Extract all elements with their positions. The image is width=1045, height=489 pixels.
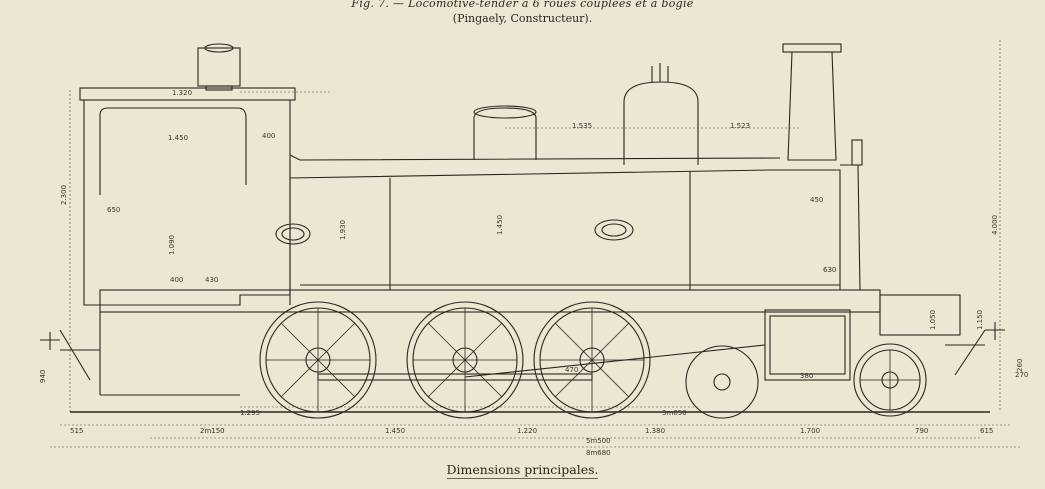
dim-label-vertical: 1.450 bbox=[496, 215, 504, 235]
dim-label: 615 bbox=[980, 427, 993, 435]
dim-label: 1.450 bbox=[168, 134, 188, 142]
dim-label-vertical: 940 bbox=[39, 370, 47, 383]
caption-text: Dimensions principales. bbox=[446, 462, 599, 479]
front-coupler bbox=[945, 322, 1005, 376]
dim-label: 400 bbox=[170, 276, 183, 284]
dim-label-vertical: 1.050 bbox=[929, 310, 937, 330]
dim-label: 5m500 bbox=[586, 437, 611, 445]
dim-label: 400 bbox=[262, 132, 275, 140]
main-dome bbox=[623, 81, 699, 165]
dim-label-vertical: 1.930 bbox=[339, 220, 347, 240]
main-frame bbox=[99, 289, 881, 313]
figure-caption: Dimensions principales. bbox=[0, 462, 1045, 479]
bogie-wheel-front bbox=[853, 343, 927, 417]
dim-label: 1.380 bbox=[645, 427, 665, 435]
chimney bbox=[787, 51, 837, 161]
dim-label: 630 bbox=[823, 266, 836, 274]
dim-label: 1.523 bbox=[730, 122, 750, 130]
dim-label: 3m050 bbox=[662, 409, 687, 417]
cab-window bbox=[99, 107, 247, 195]
dim-label: 1.450 bbox=[385, 427, 405, 435]
rear-coupler bbox=[40, 329, 100, 381]
dim-label: 1.295 bbox=[240, 409, 260, 417]
dim-label-vertical: 1.150 bbox=[976, 310, 984, 330]
dim-label: 1.535 bbox=[572, 122, 592, 130]
dim-label-vertical: 260 bbox=[1016, 359, 1024, 372]
dim-label: 380 bbox=[800, 372, 813, 380]
figure-header: Fig. 7. — Locomotive-tender à 6 roues co… bbox=[0, 0, 1045, 25]
dim-label: 650 bbox=[107, 206, 120, 214]
dim-label: 1.220 bbox=[517, 427, 537, 435]
dim-label-vertical: 1.090 bbox=[168, 235, 176, 255]
bogie-wheel-rear bbox=[685, 345, 759, 419]
connecting-rod bbox=[464, 344, 766, 378]
dim-label-vertical: 2.300 bbox=[60, 185, 68, 205]
cab-body bbox=[83, 100, 291, 306]
tank-hatch-rear bbox=[275, 223, 311, 245]
coupling-rod bbox=[317, 373, 593, 381]
cab-roof bbox=[79, 87, 296, 101]
dim-label: 1.320 bbox=[172, 89, 192, 97]
dim-label-vertical: 4.000 bbox=[991, 215, 999, 235]
dim-label: 430 bbox=[205, 276, 218, 284]
dim-label: 270 bbox=[1015, 371, 1028, 379]
cylinder bbox=[764, 309, 851, 381]
dim-label: 450 bbox=[810, 196, 823, 204]
sand-box bbox=[197, 47, 241, 87]
figure-subtitle: (Pingaely, Constructeur). bbox=[452, 12, 593, 25]
tank-hatch-front bbox=[594, 219, 634, 241]
dim-label: 1.700 bbox=[800, 427, 820, 435]
dim-label: 2m150 bbox=[200, 427, 225, 435]
boiler bbox=[289, 169, 841, 291]
boiler-top-pipe bbox=[289, 154, 781, 161]
dim-label: 8m680 bbox=[586, 449, 611, 457]
front-buffer-beam bbox=[879, 294, 961, 336]
dim-label: 470 bbox=[565, 366, 578, 374]
figure-title: Fig. 7. — Locomotive-tender à 6 roues co… bbox=[351, 0, 694, 10]
dim-label: 515 bbox=[70, 427, 83, 435]
dim-label: 790 bbox=[915, 427, 928, 435]
